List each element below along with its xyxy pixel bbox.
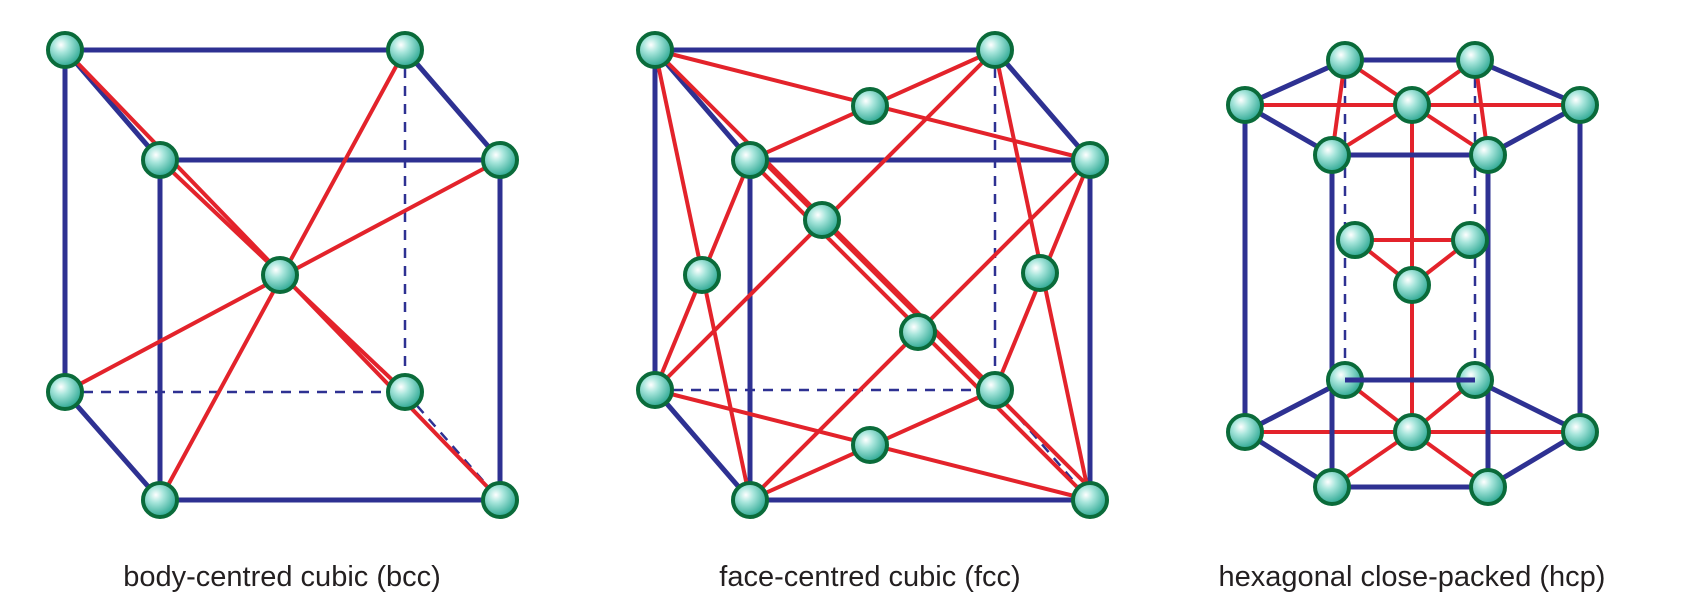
atom — [976, 31, 1014, 69]
atom — [141, 141, 179, 179]
atom — [851, 426, 889, 464]
atom — [1071, 141, 1109, 179]
atom — [1456, 41, 1494, 79]
atom — [46, 373, 84, 411]
hcp-caption: hexagonal close-packed (hcp) — [1219, 561, 1606, 593]
atom — [851, 87, 889, 125]
atom — [141, 481, 179, 519]
atom — [1021, 254, 1059, 292]
atom — [261, 256, 299, 294]
atom — [1393, 266, 1431, 304]
atom — [386, 373, 424, 411]
atom — [1226, 413, 1264, 451]
atom — [481, 141, 519, 179]
atom — [1561, 413, 1599, 451]
bcc-caption: body-centred cubic (bcc) — [123, 561, 441, 593]
atom — [731, 481, 769, 519]
atom — [1071, 481, 1109, 519]
atom — [899, 313, 937, 351]
fcc-atoms — [636, 31, 1109, 519]
fcc-caption: face-centred cubic (fcc) — [719, 561, 1020, 593]
hcp-diagram: hexagonal close-packed (hcp) — [1219, 41, 1606, 593]
bcc-atoms — [46, 31, 519, 519]
atom — [636, 371, 674, 409]
bcc-cube-edges — [62, 47, 503, 503]
bcc-hidden-edges — [65, 50, 501, 501]
atom — [683, 256, 721, 294]
atom — [1451, 221, 1489, 259]
atom — [1561, 86, 1599, 124]
atom — [1336, 221, 1374, 259]
atom — [803, 201, 841, 239]
atom — [1393, 413, 1431, 451]
atom — [481, 481, 519, 519]
atom — [1469, 136, 1507, 174]
atom — [46, 31, 84, 69]
atom — [1313, 136, 1351, 174]
atom — [386, 31, 424, 69]
atom — [1393, 86, 1431, 124]
atom — [1226, 86, 1264, 124]
atom — [976, 371, 1014, 409]
hcp-atoms — [1226, 41, 1599, 506]
fcc-diagram: face-centred cubic (fcc) — [636, 31, 1109, 593]
bcc-diagram: body-centred cubic (bcc) — [46, 31, 519, 593]
atom — [731, 141, 769, 179]
atom — [1469, 468, 1507, 506]
atom — [1326, 41, 1364, 79]
atom — [1313, 468, 1351, 506]
atom — [636, 31, 674, 69]
